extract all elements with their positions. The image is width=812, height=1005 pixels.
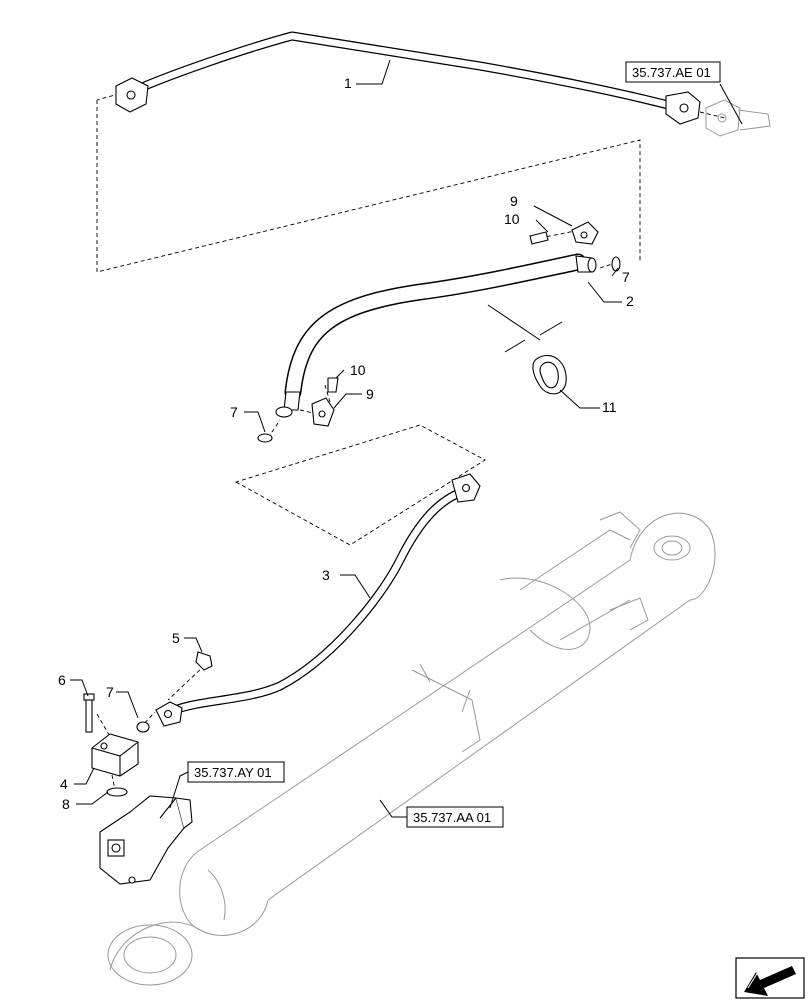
arrow-icon[interactable] <box>735 957 805 999</box>
callout-5: 5 <box>172 630 180 646</box>
bolt-part-10-lower[interactable] <box>327 377 339 393</box>
callout-7-middle: 7 <box>230 404 238 420</box>
leader-lines <box>70 59 743 818</box>
callout-1: 1 <box>344 75 352 91</box>
callout-11: 11 <box>602 399 617 415</box>
callouts: 1 2 3 4 5 6 7 7 7 8 9 9 10 10 11 <box>58 75 634 812</box>
clamp-part-9-upper[interactable] <box>571 221 599 245</box>
reference-ae-label: 35.737.AE 01 <box>632 65 711 80</box>
clamp-part-9-lower[interactable] <box>311 397 335 427</box>
callout-10-upper: 10 <box>504 211 520 227</box>
section-break-mark <box>487 304 563 353</box>
callout-4: 4 <box>60 776 68 792</box>
callout-3: 3 <box>322 567 330 583</box>
callout-8: 8 <box>62 796 70 812</box>
callout-9-lower: 9 <box>366 386 374 402</box>
reference-box-ae[interactable]: 35.737.AE 01 <box>625 61 721 83</box>
reference-ay-label: 35.737.AY 01 <box>194 765 272 780</box>
o-ring-part-7-lower[interactable] <box>136 721 150 733</box>
pipe-part-3[interactable] <box>155 473 481 727</box>
reference-box-ay[interactable]: 35.737.AY 01 <box>187 761 285 783</box>
cylinder-aa <box>107 511 716 986</box>
o-ring-part-7-upper[interactable] <box>611 256 621 272</box>
callout-6: 6 <box>58 672 66 688</box>
block-part-4[interactable] <box>91 733 139 777</box>
callout-7-upper: 7 <box>622 269 630 285</box>
reference-aa-label: 35.737.AA 01 <box>413 810 491 825</box>
callout-10-lower: 10 <box>350 362 366 378</box>
reference-box-aa[interactable]: 35.737.AA 01 <box>406 806 504 828</box>
sleeve-part-11[interactable] <box>532 355 567 395</box>
valve-ay <box>99 795 193 885</box>
bolt-part-10-upper[interactable] <box>529 231 549 245</box>
o-ring-part-8[interactable] <box>106 787 128 797</box>
guide-lines <box>96 87 726 791</box>
callout-9-upper: 9 <box>510 193 518 209</box>
callout-2: 2 <box>626 293 634 309</box>
connector-ae <box>705 99 771 137</box>
bolt-part-6[interactable] <box>83 693 95 733</box>
bolt-part-5[interactable] <box>195 651 213 671</box>
hose-part-2[interactable] <box>275 253 597 418</box>
o-ring-part-7-middle[interactable] <box>257 433 273 443</box>
callout-7-lower: 7 <box>106 684 114 700</box>
pipe-part-1[interactable] <box>115 31 701 125</box>
